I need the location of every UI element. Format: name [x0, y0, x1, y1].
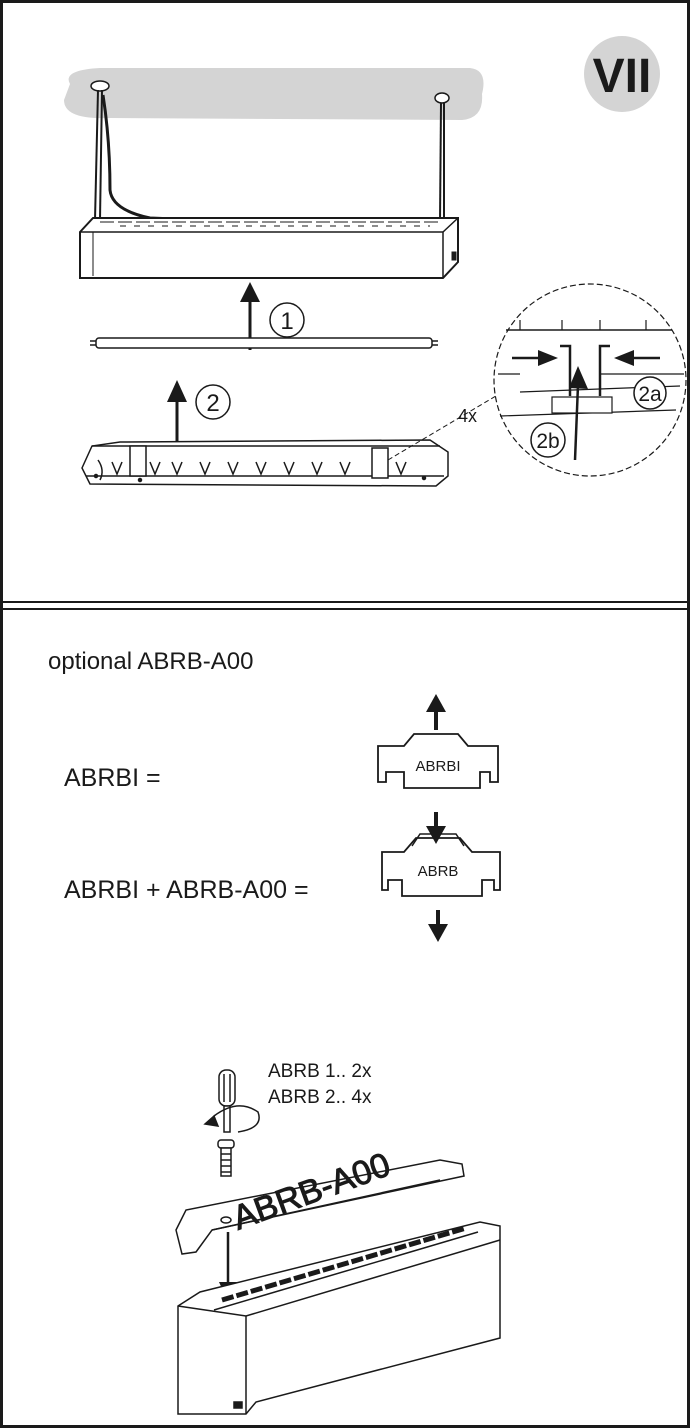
fluorescent-tube [90, 337, 438, 349]
step-1-badge: 1 [269, 302, 305, 338]
screw-note-line-1: ABRB 1.. 2x [268, 1061, 372, 1082]
suspension-wires [90, 80, 450, 223]
step-2-badge: 2 [195, 384, 231, 420]
combo-equation: ABRBI + ABRB-A00 = [64, 876, 309, 904]
reflector-cover [81, 439, 449, 487]
luminaire-housing [79, 217, 459, 279]
step-2b-label: 2b [536, 430, 559, 453]
step-2a-badge: 2a [633, 376, 667, 410]
step-1-label: 1 [280, 308, 293, 335]
section-badge: VII [584, 36, 660, 112]
screwdriver-icon [203, 1069, 260, 1177]
screw-note-line-2: ABRB 2.. 4x [268, 1087, 372, 1108]
ceiling-shape [64, 68, 484, 120]
quantity-label: 4x [458, 406, 478, 426]
abrb-part [381, 833, 501, 942]
abrbi-part-label: ABRBI [415, 758, 460, 775]
optional-accessory-label: optional ABRB-A00 [48, 648, 254, 675]
abrbi-part [377, 694, 499, 844]
detail-leader [387, 389, 507, 461]
step-2b-badge: 2b [530, 422, 566, 458]
abrbi-equation: ABRBI = [64, 764, 161, 792]
abrb-part-label: ABRB [418, 863, 459, 880]
section-badge-label: VII [593, 50, 652, 103]
step-2-label: 2 [206, 390, 219, 417]
luminaire-body [177, 1221, 501, 1415]
step-2a-label: 2a [638, 383, 662, 406]
